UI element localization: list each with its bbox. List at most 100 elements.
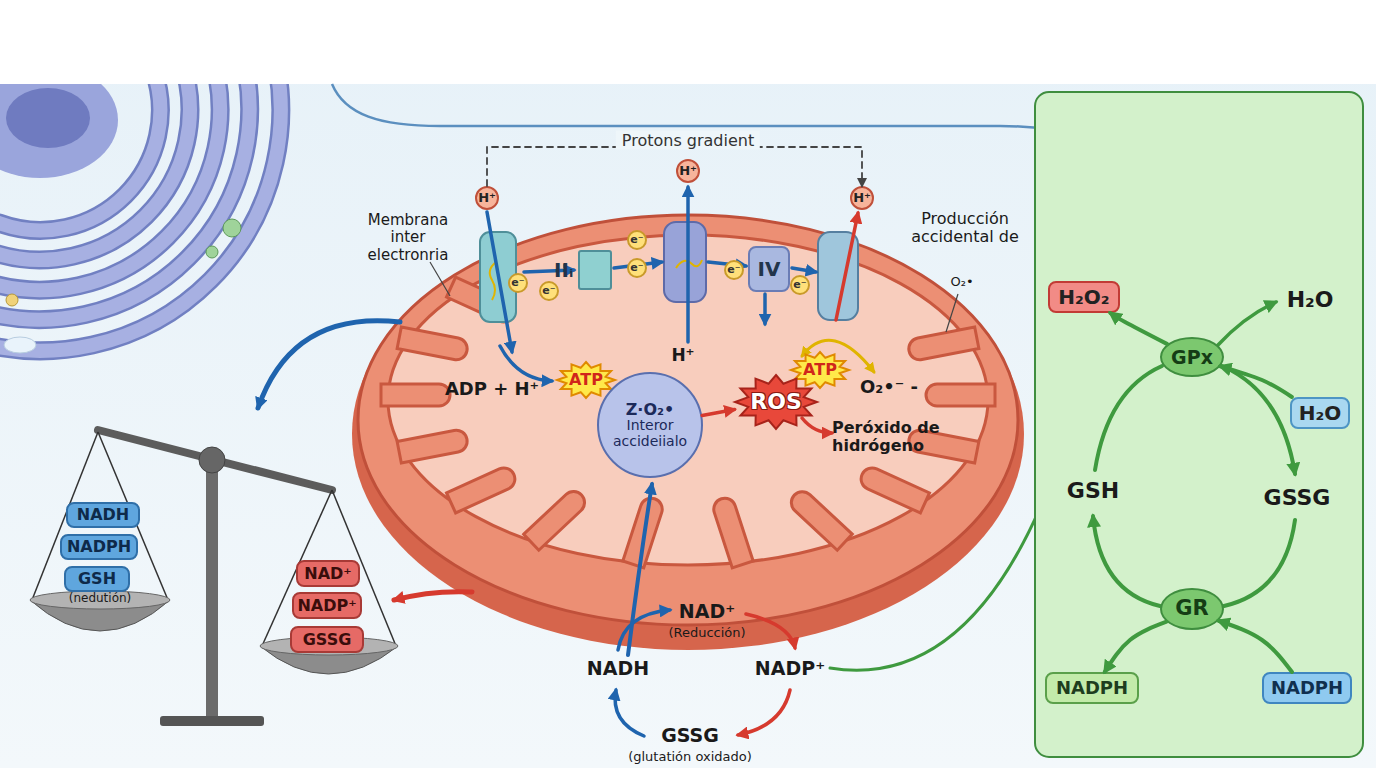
text-label: GSSG <box>1257 485 1337 510</box>
node-text: NAD⁺ <box>304 565 352 583</box>
process-box: H₂O <box>1290 397 1350 429</box>
text-label: Peróxido de hidrógeno <box>832 419 962 456</box>
nadh-arrow <box>628 484 652 655</box>
process-box: GSSG <box>290 626 364 653</box>
node-text: H⁺ <box>679 164 697 178</box>
cycle-arc <box>1222 366 1295 474</box>
electron-path <box>490 262 496 300</box>
process-box: NAD⁺ <box>296 560 360 587</box>
er-band <box>0 69 160 230</box>
node-text: GSSG <box>303 631 352 649</box>
water-arrow <box>1218 302 1276 345</box>
process-box: GSH <box>64 566 130 592</box>
starburst-shape <box>735 375 817 429</box>
process-box: H₂O₂ <box>1048 281 1120 313</box>
cycle-arrow <box>615 690 644 736</box>
cycle-arrow <box>618 610 670 650</box>
cycle-arc <box>1093 516 1160 606</box>
circle-node: H⁺ <box>850 186 874 210</box>
process-box: NADPH <box>1262 672 1352 704</box>
node-text: e⁻ <box>630 262 643 274</box>
crista-fold <box>447 464 519 513</box>
process-box: NADP⁺ <box>292 592 362 619</box>
node-text: GSH <box>78 570 116 588</box>
starburst-node: ATP <box>789 350 851 390</box>
circle-node: e⁻ <box>508 273 528 293</box>
node-text: e⁻ <box>511 277 524 289</box>
node-text: H₂O₂ <box>1058 286 1109 308</box>
leader-line <box>946 294 958 332</box>
node-text: H⁺ <box>478 191 496 205</box>
scale-post <box>206 462 218 720</box>
scale-base <box>160 716 264 726</box>
atp-arrow <box>500 346 552 381</box>
circle-node: e⁻ <box>627 230 647 250</box>
text-label: ADP + H⁺ <box>432 379 552 400</box>
proton-arrow <box>686 187 690 342</box>
node-text: e⁻ <box>630 234 643 246</box>
redox-cycle <box>615 494 1046 736</box>
balance-arrow <box>394 592 472 600</box>
process-box: NADPH <box>60 534 138 560</box>
flow-arrows <box>258 187 874 655</box>
edge-label: Protons gradient <box>616 131 760 150</box>
cycle-arrow <box>746 614 795 648</box>
nadph-arrow <box>830 494 1046 670</box>
crista-fold <box>524 487 589 550</box>
node-text: NADP⁺ <box>297 597 356 615</box>
text-label: H⁺ <box>663 346 703 366</box>
proton-arrow <box>763 294 767 324</box>
node-text: NADH <box>77 506 129 524</box>
node-text: ATP <box>803 361 837 379</box>
crista-fold <box>907 327 979 362</box>
circle-node: Z·O₂•Interor accideiialo <box>597 372 703 478</box>
circle-node: e⁻ <box>627 258 647 278</box>
circle-node: GR <box>1160 588 1224 630</box>
top-margin <box>0 0 1376 84</box>
scale-beam <box>98 430 332 490</box>
crista-fold <box>397 327 469 362</box>
crista-fold <box>381 384 450 406</box>
text-label: Producción accidental de <box>898 210 1033 247</box>
complex-three <box>664 222 706 302</box>
scale-pan <box>30 591 170 609</box>
text-label: GSH <box>1058 478 1128 503</box>
text-label: H₂O <box>1275 287 1345 312</box>
proton-arrow <box>836 213 858 320</box>
text-label: Membrana inter electronria <box>362 212 454 264</box>
node-text: IIᵢ <box>554 259 573 281</box>
leader-line <box>430 262 450 296</box>
node-text: ROS <box>750 390 802 414</box>
node-text: Z·O₂• <box>626 401 675 419</box>
glutathione-panel <box>1035 92 1363 757</box>
crista-fold <box>397 428 469 463</box>
cycle-arrow <box>738 690 790 735</box>
text-label: O₂•⁻ - <box>860 377 944 398</box>
starburst-node: ROS <box>733 373 819 431</box>
circle-node: e⁻ <box>790 275 810 295</box>
crista-fold <box>711 495 753 567</box>
text-label: (nedutión) <box>55 592 145 606</box>
node-text: GPx <box>1171 347 1213 368</box>
process-box: NADH <box>66 502 140 528</box>
nucleolus <box>6 88 90 148</box>
circle-node: H⁺ <box>676 159 700 183</box>
process-box: IIᵢ <box>578 250 612 290</box>
circle-node: e⁻ <box>539 281 559 301</box>
node-text: e⁻ <box>727 264 740 276</box>
node-text: NADPH <box>1056 678 1128 698</box>
connector-arrow <box>1105 622 1167 672</box>
node-text: GR <box>1175 597 1208 620</box>
text-label: NADP⁺ <box>745 658 835 680</box>
node-text: ATP <box>569 371 603 389</box>
cycle-arc <box>1095 366 1162 470</box>
process-box: NADPH <box>1045 672 1139 704</box>
connector-arrow <box>487 147 862 186</box>
vesicle <box>4 337 36 353</box>
node-text: Interor accideiialo <box>607 418 693 449</box>
process-box: IV <box>748 246 790 292</box>
vesicle <box>223 219 241 237</box>
